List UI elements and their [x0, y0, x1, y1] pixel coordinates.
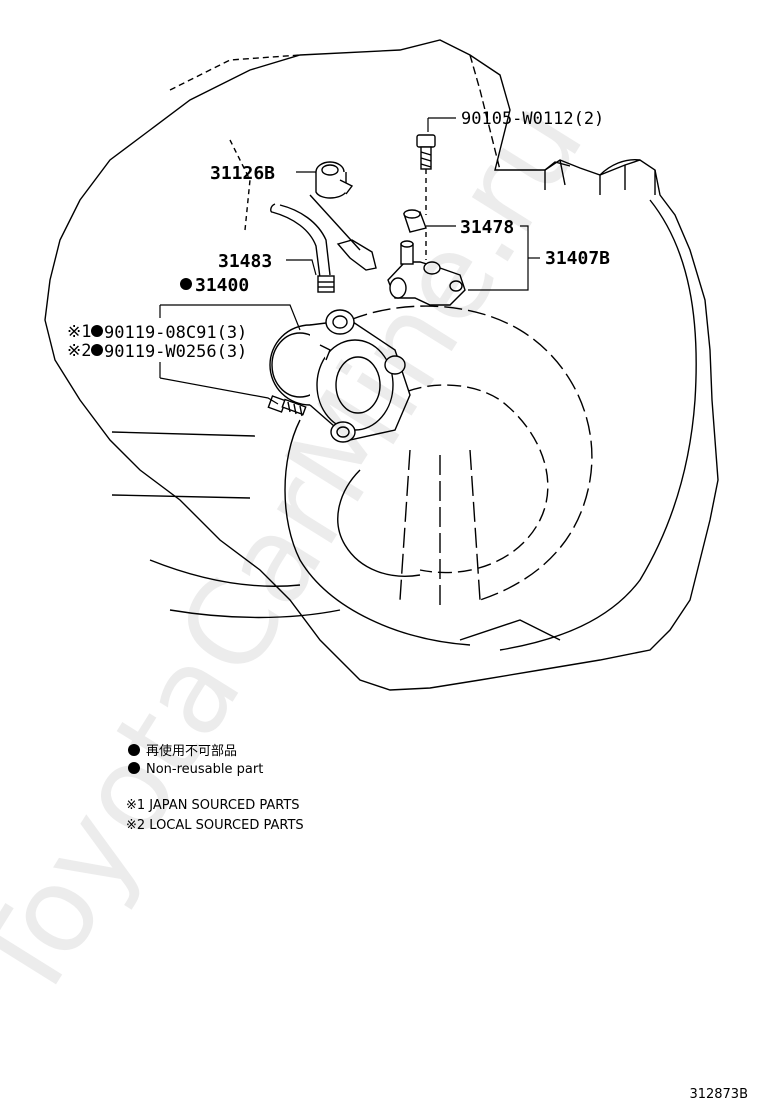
- leader-lines: [159, 117, 540, 405]
- illustration-code: 312873B: [689, 1087, 748, 1102]
- non-reusable-dot: [91, 344, 103, 356]
- non-reusable-dot: [91, 325, 103, 337]
- legend-jp: 再使用不可部品: [128, 740, 237, 759]
- bolt-90105: [416, 134, 436, 260]
- legend-dot-icon: [128, 744, 140, 756]
- ref-marker-2: ※2: [67, 341, 91, 361]
- label-31483: 31483: [218, 251, 272, 272]
- label-31407b: 31407B: [545, 248, 610, 269]
- label-31478: 31478: [460, 217, 514, 238]
- release-cylinder-31400: [269, 309, 411, 443]
- label-31400: 31400: [195, 275, 249, 296]
- non-reusable-dot: [180, 278, 192, 290]
- note-japan-sourced: ※1 JAPAN SOURCED PARTS: [126, 798, 300, 813]
- label-90119-w0256: 90119-W0256(3): [104, 342, 247, 362]
- note-local-sourced: ※2 LOCAL SOURCED PARTS: [126, 818, 304, 833]
- legend-en: Non-reusable part: [128, 762, 263, 777]
- label-90105: 90105-W0112(2): [461, 109, 604, 129]
- union-31407b: [387, 240, 466, 306]
- bleeder-cap-31478: [403, 209, 427, 233]
- transmission-housing: [44, 39, 719, 691]
- legend-dot-icon: [128, 762, 140, 774]
- label-31126b: 31126B: [210, 163, 275, 184]
- hose-31483: [270, 194, 377, 293]
- label-90119-08c91: 90119-08C91(3): [104, 323, 247, 343]
- grommet-31126b: [315, 161, 354, 199]
- ref-marker-1: ※1: [67, 322, 91, 342]
